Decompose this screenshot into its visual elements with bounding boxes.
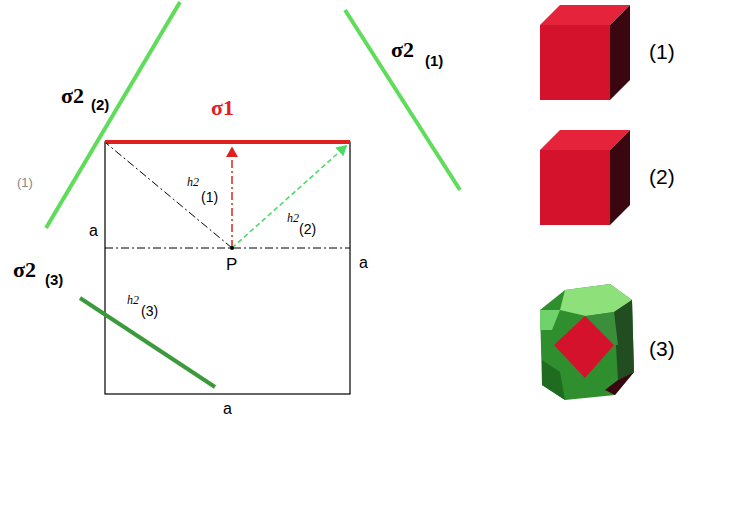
distance-line [106,143,232,248]
callout-number: (1) [648,40,676,63]
point-label: P [225,256,238,275]
face-label: σ2 [390,38,415,62]
polyhedron-facet [605,372,634,395]
callout-number: (3) [648,337,676,360]
axis-line [105,248,350,249]
face-label: σ2 [12,258,37,282]
distance-index: (2) [298,222,317,237]
cube-front [540,150,610,225]
polyhedron-facet [540,310,560,330]
face-label: σ2 [60,84,85,108]
axis-label: a [358,254,369,272]
distance-label: h2 [186,176,200,189]
cube-side [610,5,630,100]
distance-arrow [231,148,233,248]
distance-index: (1) [200,190,219,205]
face-index: (2) [90,97,110,114]
distance-label: h2 [126,294,140,307]
distance-index: (3) [140,304,159,319]
polyhedron-body [540,284,634,400]
sigma1-face [105,140,350,144]
axis-label: a [222,400,233,418]
axis-label: a [88,222,99,240]
face-label: σ1 [210,96,235,120]
cube-side [610,130,630,225]
face-index: (1) [16,176,34,190]
crystal-square [105,142,350,394]
polyhedron-facet [542,360,565,400]
sigma2-plane [345,10,460,190]
distance-arrow [232,146,346,248]
cube-front [540,25,610,100]
point-p [230,246,234,250]
face-index: (1) [424,53,444,70]
polyhedron-facet [586,312,618,345]
sigma2-plane [46,2,180,228]
sigma2-plane [80,298,215,387]
face-index: (3) [44,272,64,289]
callout-number: (2) [648,165,676,188]
